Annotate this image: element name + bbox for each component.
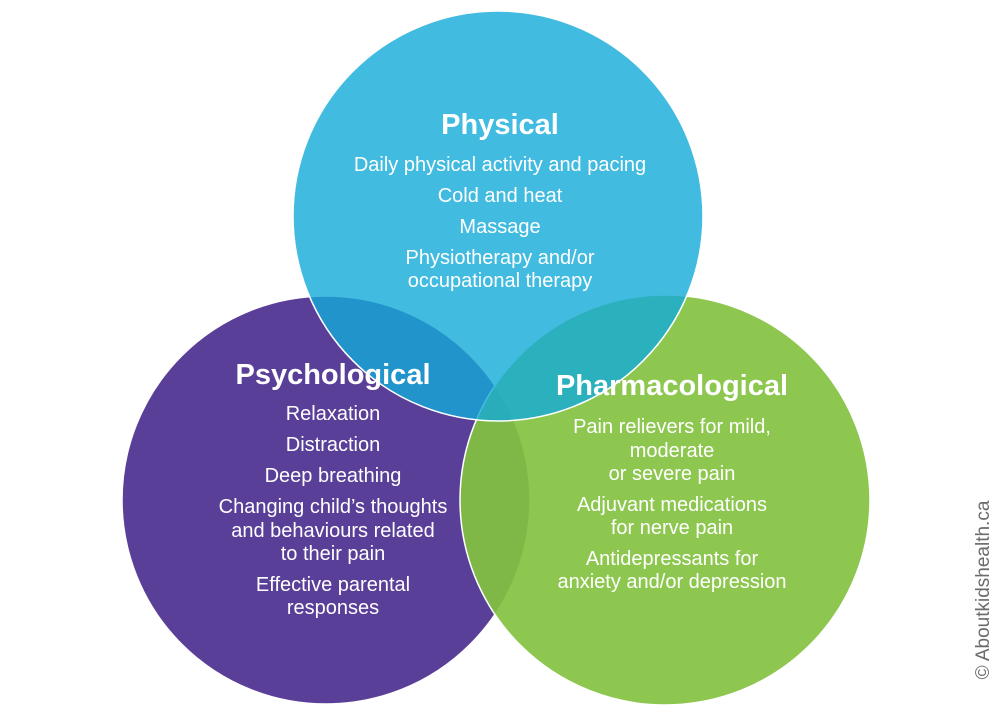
psychological-item: and behaviours related	[231, 520, 434, 542]
physical-item: Massage	[459, 216, 540, 238]
pharmacological-item: for nerve pain	[611, 517, 733, 539]
psychological-item: Changing child’s thoughts	[219, 496, 448, 518]
pharmacological-item: Adjuvant medications	[577, 494, 767, 516]
psychological-item: Effective parental	[256, 574, 410, 596]
pharmacological-item: or severe pain	[609, 463, 736, 485]
pharmacological-item: Pain relievers for mild,	[573, 416, 771, 438]
psychological-item: Deep breathing	[265, 465, 402, 487]
psychological-item: Distraction	[286, 434, 380, 456]
pharmacological-title: Pharmacological	[556, 370, 788, 402]
circle-physical	[292, 10, 704, 422]
physical-item: Daily physical activity and pacing	[354, 154, 646, 176]
psychological-item: responses	[287, 597, 379, 619]
pharmacological-item: moderate	[630, 440, 715, 462]
physical-item: Physiotherapy and/or	[405, 247, 594, 269]
physical-item: Cold and heat	[438, 185, 563, 207]
copyright-credit: © Aboutkidshealth.ca	[973, 500, 994, 680]
pharmacological-item: Antidepressants for	[586, 548, 759, 570]
psychological-item: to their pain	[281, 543, 386, 565]
physical-item: occupational therapy	[408, 270, 593, 292]
pharmacological-item: anxiety and/or depression	[557, 571, 786, 593]
psychological-item: Relaxation	[286, 403, 381, 425]
physical-title: Physical	[441, 109, 559, 141]
psychological-title: Psychological	[235, 359, 430, 391]
